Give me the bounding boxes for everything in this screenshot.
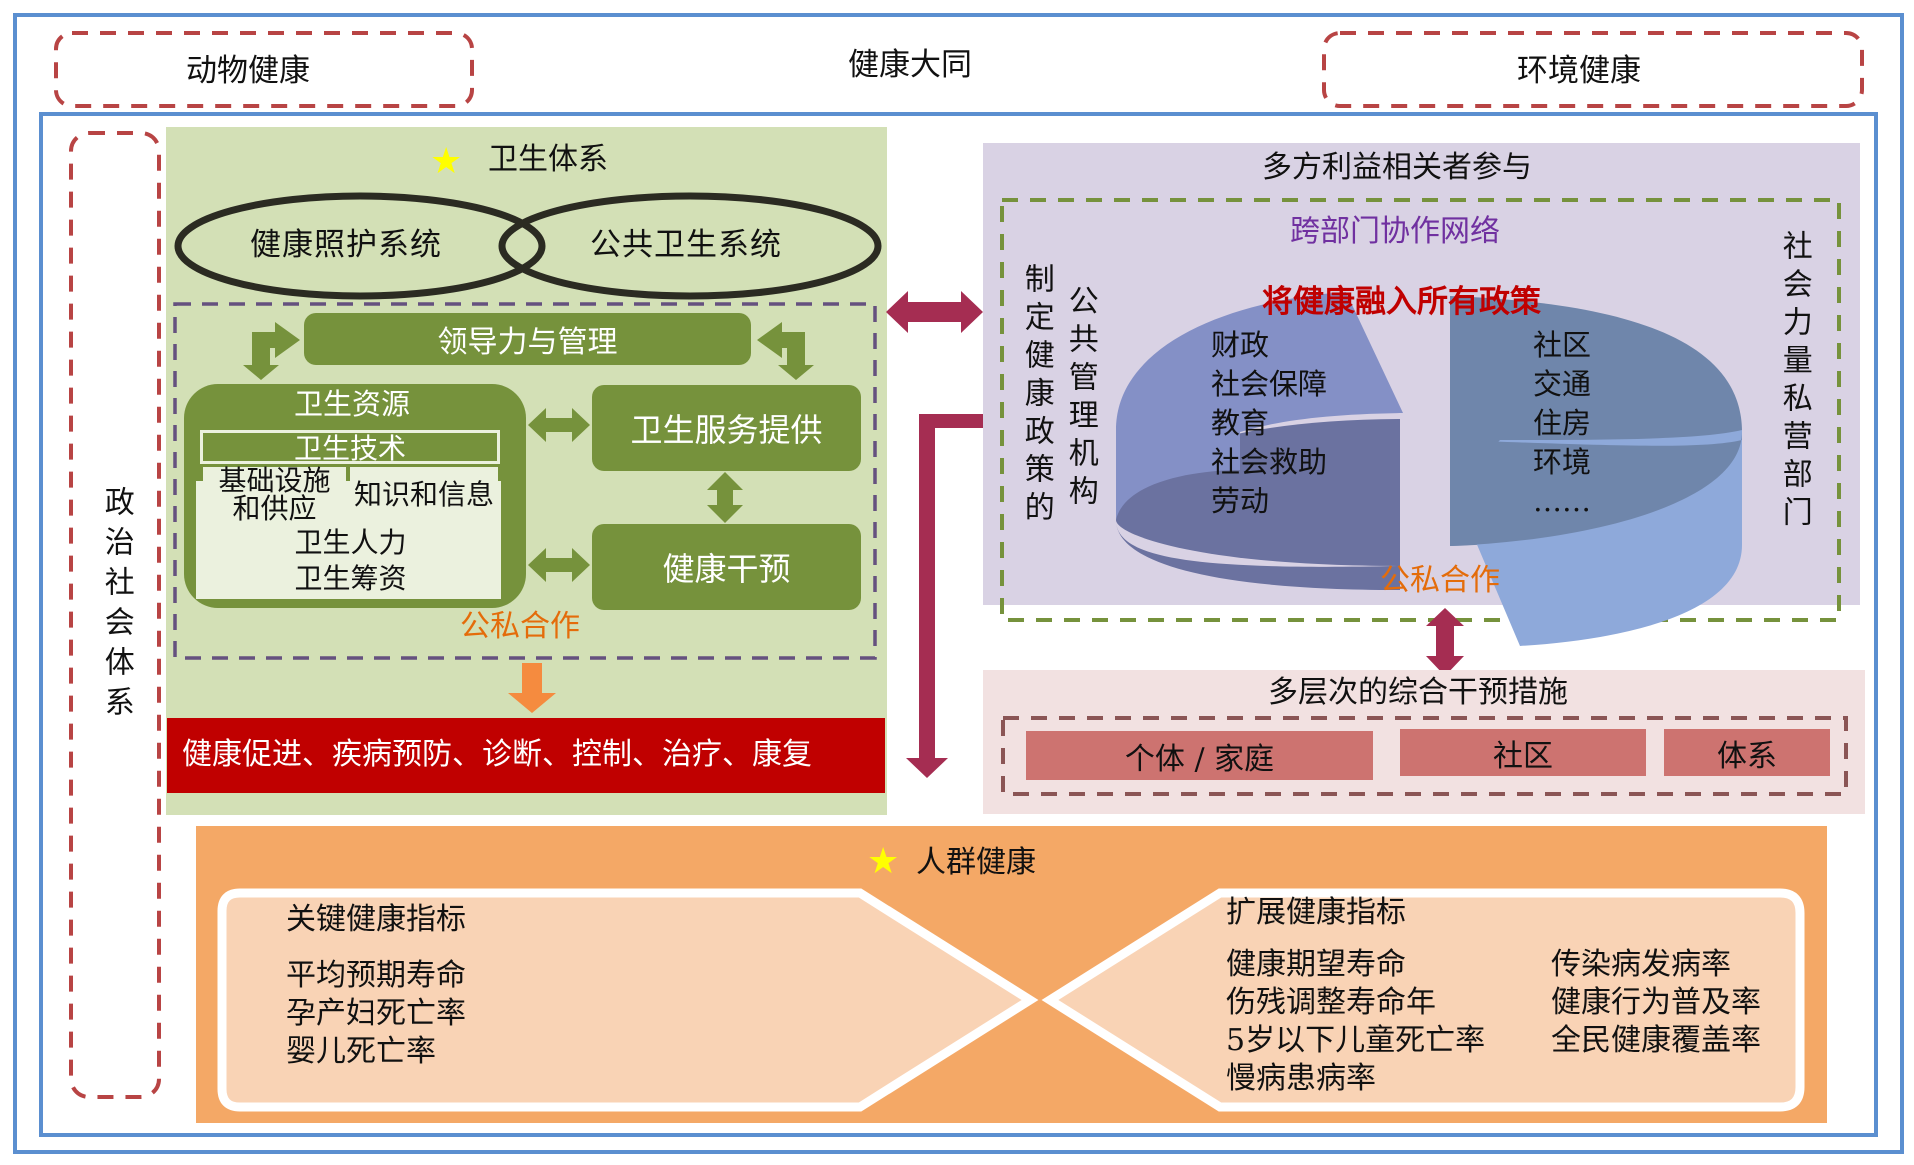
resources-title: 卫生资源 — [294, 387, 411, 421]
stakeholder-population-arrow — [906, 414, 983, 778]
infrastructure-line2: 和供应 — [232, 492, 317, 525]
health-care-system-label: 健康照护系统 — [250, 227, 442, 263]
page-title: 健康大同 — [848, 47, 972, 83]
levels-dashed-box — [1001, 716, 1848, 796]
indicator-infectious-disease-incidence: 传染病发病率 — [1551, 947, 1731, 982]
leadership-service-arrow — [757, 322, 814, 380]
indicator-maternal-mortality: 孕产妇死亡率 — [286, 996, 466, 1031]
interventions-title: 多层次的综合干预措施 — [1268, 675, 1568, 710]
key-indicators-title: 关键健康指标 — [286, 902, 466, 937]
infrastructure-cell: 基础设施 和供应 — [203, 467, 346, 523]
public-health-system-label: 公共卫生系统 — [590, 227, 782, 263]
public-agencies-text-1: 制定健康政策的 — [1018, 263, 1054, 529]
indicator-uhc-coverage: 全民健康覆盖率 — [1551, 1023, 1761, 1058]
star-icon: ★ — [867, 841, 900, 882]
political-social-system-box — [69, 131, 161, 1099]
extended-indicators-col2: 传染病发病率 健康行为普及率 全民健康覆盖率 — [1551, 946, 1761, 1060]
sector-education: 教育 — [1211, 406, 1270, 440]
ppp-label-stakeholders: 公私合作 — [1380, 563, 1500, 598]
financing-cell: 卫生筹资 — [203, 563, 498, 595]
workforce-label: 卫生人力 — [294, 526, 407, 559]
public-agencies-label-2: 公共管理机构 — [1060, 285, 1100, 523]
service-delivery-label: 卫生服务提供 — [630, 411, 823, 449]
technology-label: 卫生技术 — [293, 432, 406, 465]
leadership-label: 领导力与管理 — [437, 325, 618, 360]
network-title: 跨部门协作网络 — [1290, 214, 1500, 249]
health-system-title: 卫生体系 — [488, 142, 608, 177]
public-agencies-text-2: 公共管理机构 — [1062, 285, 1098, 513]
right-sectors-list: 社区 交通 住房 环境 …… — [1533, 326, 1591, 521]
public-agencies-label-1: 制定健康政策的 — [1016, 263, 1056, 539]
network-dashed-box — [1000, 198, 1841, 622]
public-health-system-ellipse — [498, 192, 882, 300]
inner-border — [39, 112, 1878, 1137]
sector-housing: 住房 — [1533, 406, 1592, 440]
level-system: 体系 — [1664, 729, 1830, 776]
service-delivery-box: 卫生服务提供 — [592, 385, 861, 471]
leadership-box: 领导力与管理 — [304, 313, 751, 365]
sector-community: 社区 — [1533, 328, 1592, 362]
animal-health-label: 动物健康 — [186, 53, 310, 89]
indicator-under5-mortality: 5岁以下儿童死亡率 — [1226, 1023, 1486, 1058]
sector-more: …… — [1533, 484, 1591, 518]
political-social-system-label: 政治社会体系 — [96, 486, 136, 736]
knowledge-label: 知识和信息 — [353, 478, 494, 511]
resources-service-arrow — [528, 408, 590, 442]
population-health-title: 人群健康 — [916, 845, 1036, 880]
sector-social-security: 社会保障 — [1211, 367, 1328, 401]
ppp-label-health-system: 公私合作 — [460, 609, 580, 644]
environment-health-label: 环境健康 — [1517, 53, 1641, 89]
financing-label: 卫生筹资 — [294, 562, 407, 595]
private-sector-text: 社会力量私营部门 — [1776, 230, 1812, 534]
system-stakeholder-double-arrow — [886, 291, 983, 333]
extended-indicators-col1: 健康期望寿命 伤残调整寿命年 5岁以下儿童死亡率 慢病患病率 — [1226, 946, 1485, 1098]
sector-social-assistance: 社会救助 — [1211, 445, 1328, 479]
hiap-label: 将健康融入所有政策 — [1262, 284, 1541, 320]
sector-labor: 劳动 — [1211, 484, 1270, 518]
health-care-system-ellipse — [174, 192, 546, 300]
outcome-bar-text: 健康促进、疾病预防、诊断、控制、治疗、康复 — [182, 737, 812, 772]
key-indicators-panel — [217, 888, 1039, 1112]
extended-indicators-title: 扩展健康指标 — [1226, 895, 1406, 930]
stakeholders-title: 多方利益相关者参与 — [1262, 150, 1532, 185]
outcome-bar — [167, 718, 885, 793]
outer-border — [13, 13, 1904, 1154]
workforce-cell: 卫生人力 — [203, 527, 498, 559]
animal-health-box — [54, 31, 474, 108]
sector-environment: 环境 — [1533, 445, 1592, 479]
level-individual-family: 个体 / 家庭 — [1026, 731, 1373, 780]
indicator-dalys: 伤残调整寿命年 — [1226, 985, 1436, 1020]
knowledge-cell: 知识和信息 — [350, 467, 498, 523]
orange-down-arrow — [508, 663, 556, 713]
sector-transport: 交通 — [1533, 367, 1592, 401]
service-intervention-arrow — [707, 472, 743, 523]
infrastructure-line1: 基础设施 — [218, 464, 331, 497]
star-icon: ★ — [430, 141, 463, 182]
level-individual-family-label: 个体 / 家庭 — [1124, 741, 1275, 777]
health-intervention-label: 健康干预 — [662, 550, 791, 588]
indicator-infant-mortality: 婴儿死亡率 — [286, 1034, 436, 1069]
indicator-chronic-disease-prevalence: 慢病患病率 — [1226, 1061, 1376, 1096]
health-intervention-box: 健康干预 — [592, 524, 861, 610]
level-community-label: 社区 — [1493, 738, 1553, 774]
level-system-label: 体系 — [1717, 738, 1777, 774]
private-sector-label: 社会力量私营部门 — [1774, 230, 1814, 544]
political-social-system-text: 政治社会体系 — [98, 486, 134, 726]
ppp-dashed-box — [173, 302, 877, 660]
level-community: 社区 — [1400, 729, 1646, 776]
stakeholder-intervention-double-arrow — [1426, 608, 1464, 676]
indicator-healthy-behavior-rate: 健康行为普及率 — [1551, 985, 1761, 1020]
left-sectors-list: 财政 社会保障 教育 社会救助 劳动 — [1211, 326, 1327, 521]
extended-indicators-panel — [1041, 888, 1805, 1112]
sector-finance: 财政 — [1211, 328, 1270, 362]
indicator-healthy-life-expectancy: 健康期望寿命 — [1226, 947, 1406, 982]
environment-health-box — [1322, 31, 1864, 108]
leadership-resources-arrow — [243, 322, 300, 380]
technology-box: 卫生技术 — [200, 430, 500, 465]
indicator-life-expectancy: 平均预期寿命 — [286, 958, 466, 993]
key-indicators-list: 平均预期寿命 孕产妇死亡率 婴儿死亡率 — [286, 957, 466, 1071]
resources-intervention-arrow — [528, 548, 590, 582]
